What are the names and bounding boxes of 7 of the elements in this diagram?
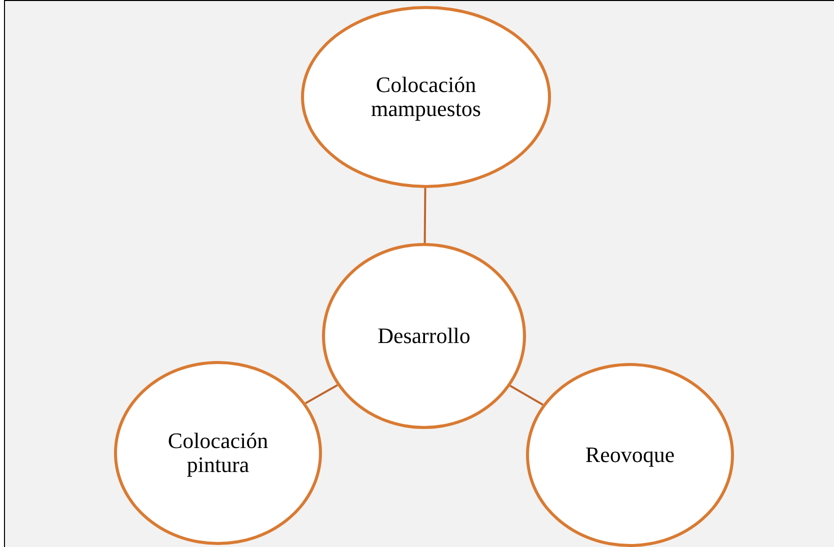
connector-line (305, 384, 338, 404)
node-label: Colocación mampuestos (370, 72, 482, 122)
node-label: Colocación pintura (166, 428, 270, 478)
connector-line (424, 188, 426, 244)
node-label: Desarrollo (378, 324, 470, 348)
node-label: Reovoque (585, 442, 675, 468)
connector-line (510, 384, 544, 406)
